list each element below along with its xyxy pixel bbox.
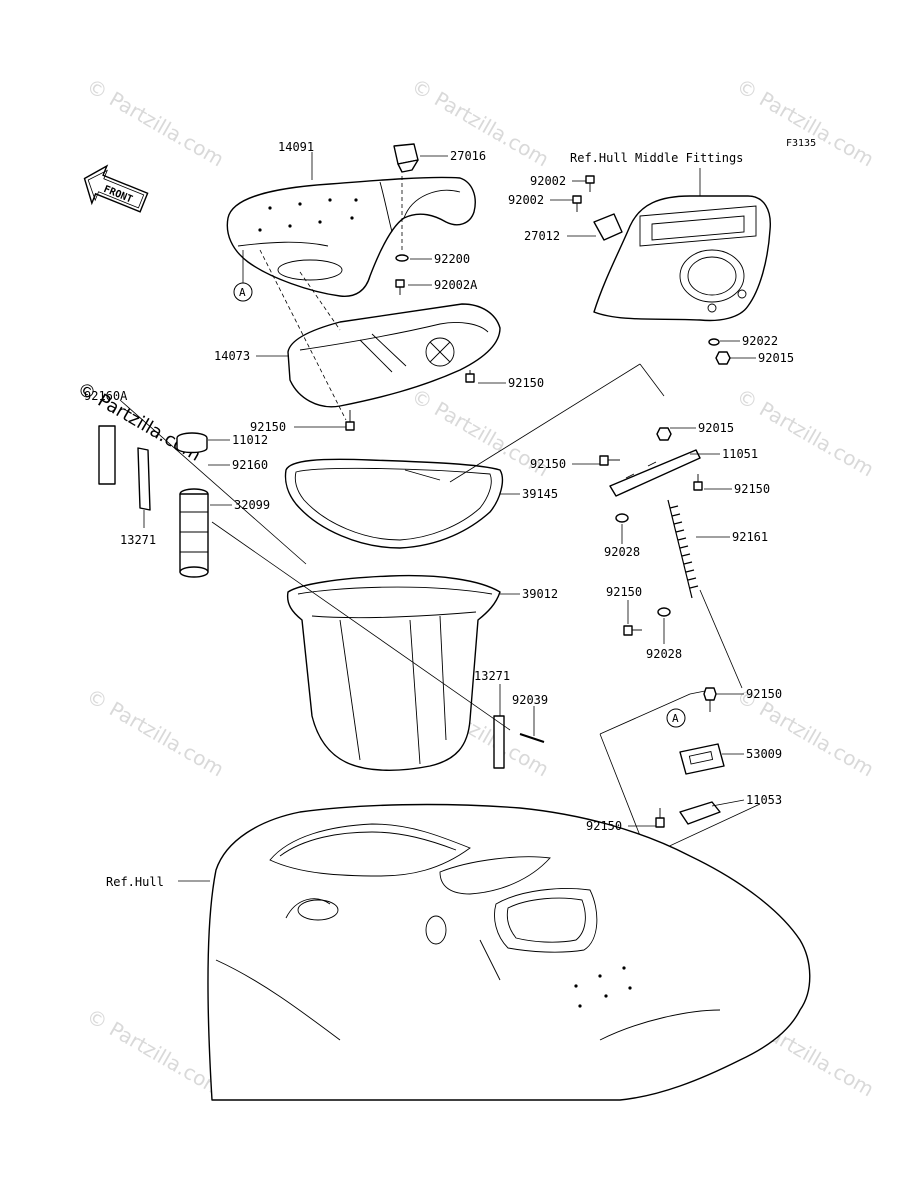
callout-92150: 92150 [250, 420, 286, 434]
nut-92015 [715, 351, 731, 365]
callout-27012: 27012 [524, 229, 560, 243]
bushing-92028-lower [657, 607, 671, 617]
bushing-92028-upper [615, 513, 629, 523]
bracket-27012 [593, 213, 623, 241]
callout-92002: 92002 [508, 193, 544, 207]
callout-92015: 92015 [758, 351, 794, 365]
callout-92028: 92028 [646, 647, 682, 661]
spring-92161 [667, 499, 699, 599]
callout-92150: 92150 [734, 482, 770, 496]
cap-11012 [176, 432, 208, 454]
callout-39145: 39145 [522, 487, 558, 501]
callout-11012: 11012 [232, 433, 268, 447]
callout-13271: 13271 [474, 669, 510, 683]
callout-92015: 92015 [698, 421, 734, 435]
watermark: © Partzilla.com [83, 684, 229, 782]
callout-53009: 53009 [746, 747, 782, 761]
watermark: © Partzilla.com [83, 1004, 229, 1102]
callout-11051: 11051 [722, 447, 758, 461]
strip-13271-right [493, 715, 505, 769]
seat-cover [226, 176, 476, 297]
gasket-39145 [284, 458, 504, 549]
watermark: © Partzilla.com [83, 74, 229, 172]
bolt-92150-bottom [655, 808, 665, 828]
callout-92150: 92150 [508, 376, 544, 390]
ref-hull-middle-fittings-label: Ref.Hull Middle Fittings [570, 151, 743, 165]
callout-92200: 92200 [434, 252, 470, 266]
bolt-92150-spring [623, 625, 642, 636]
strip-92160A [98, 425, 116, 485]
svg-text:A: A [239, 286, 246, 299]
figure-code: F3135 [786, 138, 816, 149]
callout-92002: 92002 [530, 174, 566, 188]
bolt-92150-frame [465, 370, 475, 383]
callout-14073: 14073 [214, 349, 250, 363]
callout-92039: 92039 [512, 693, 548, 707]
washer-92022 [708, 338, 720, 346]
bolt-92150-latch-right [693, 474, 703, 491]
bolt-92002-lower [572, 195, 582, 212]
callout-27016: 27016 [450, 149, 486, 163]
bolt-92150-frame-low [345, 410, 355, 431]
bracket-11051 [609, 449, 701, 497]
pin-92039 [519, 733, 545, 743]
callout-92022: 92022 [742, 334, 778, 348]
callout-11053: 11053 [746, 793, 782, 807]
callout-92028: 92028 [604, 545, 640, 559]
leader-lines [143, 152, 756, 882]
latch-53009 [679, 743, 725, 775]
callout-92160A: 92160A [84, 389, 128, 403]
callout-92150: 92150 [530, 457, 566, 471]
callout-92150: 92150 [586, 819, 622, 833]
bolt-92002-upper [585, 175, 595, 192]
washer-92200 [395, 254, 409, 262]
callout-92002A: 92002A [434, 278, 478, 292]
tube-32099 [179, 488, 209, 578]
callout-92161: 92161 [732, 530, 768, 544]
callout-39012: 39012 [522, 587, 558, 601]
bolt-92002A [395, 279, 405, 295]
seat-frame [287, 303, 501, 408]
callout-92150: 92150 [606, 585, 642, 599]
marker-a-seat: A [233, 250, 253, 302]
callout-13271: 13271 [120, 533, 156, 547]
svg-text:A: A [672, 712, 679, 725]
watermark: © Partzilla.com [733, 384, 879, 482]
storage-bin-39012 [286, 574, 501, 771]
cap-27016 [393, 143, 419, 173]
watermark: © Partzilla.com [733, 74, 879, 172]
ref-hull-label: Ref.Hull [106, 875, 164, 889]
hull-middle-fitting [593, 195, 771, 322]
hull [207, 803, 811, 1101]
plate-11053 [679, 801, 721, 825]
callout-92150: 92150 [746, 687, 782, 701]
marker-a-latch: A [666, 708, 686, 728]
nut-92015-latch [656, 427, 672, 441]
callout-labels: 14091 27016 92200 92002A 14073 92150 921… [84, 140, 794, 833]
callout-14091: 14091 [278, 140, 314, 154]
callout-32099: 32099 [234, 498, 270, 512]
front-arrow-icon: FRONT [83, 164, 149, 213]
bolt-92150-top [703, 687, 717, 712]
callout-92160: 92160 [232, 458, 268, 472]
strip-13271-left [137, 447, 151, 511]
bolt-92150-latch-left [599, 455, 620, 466]
